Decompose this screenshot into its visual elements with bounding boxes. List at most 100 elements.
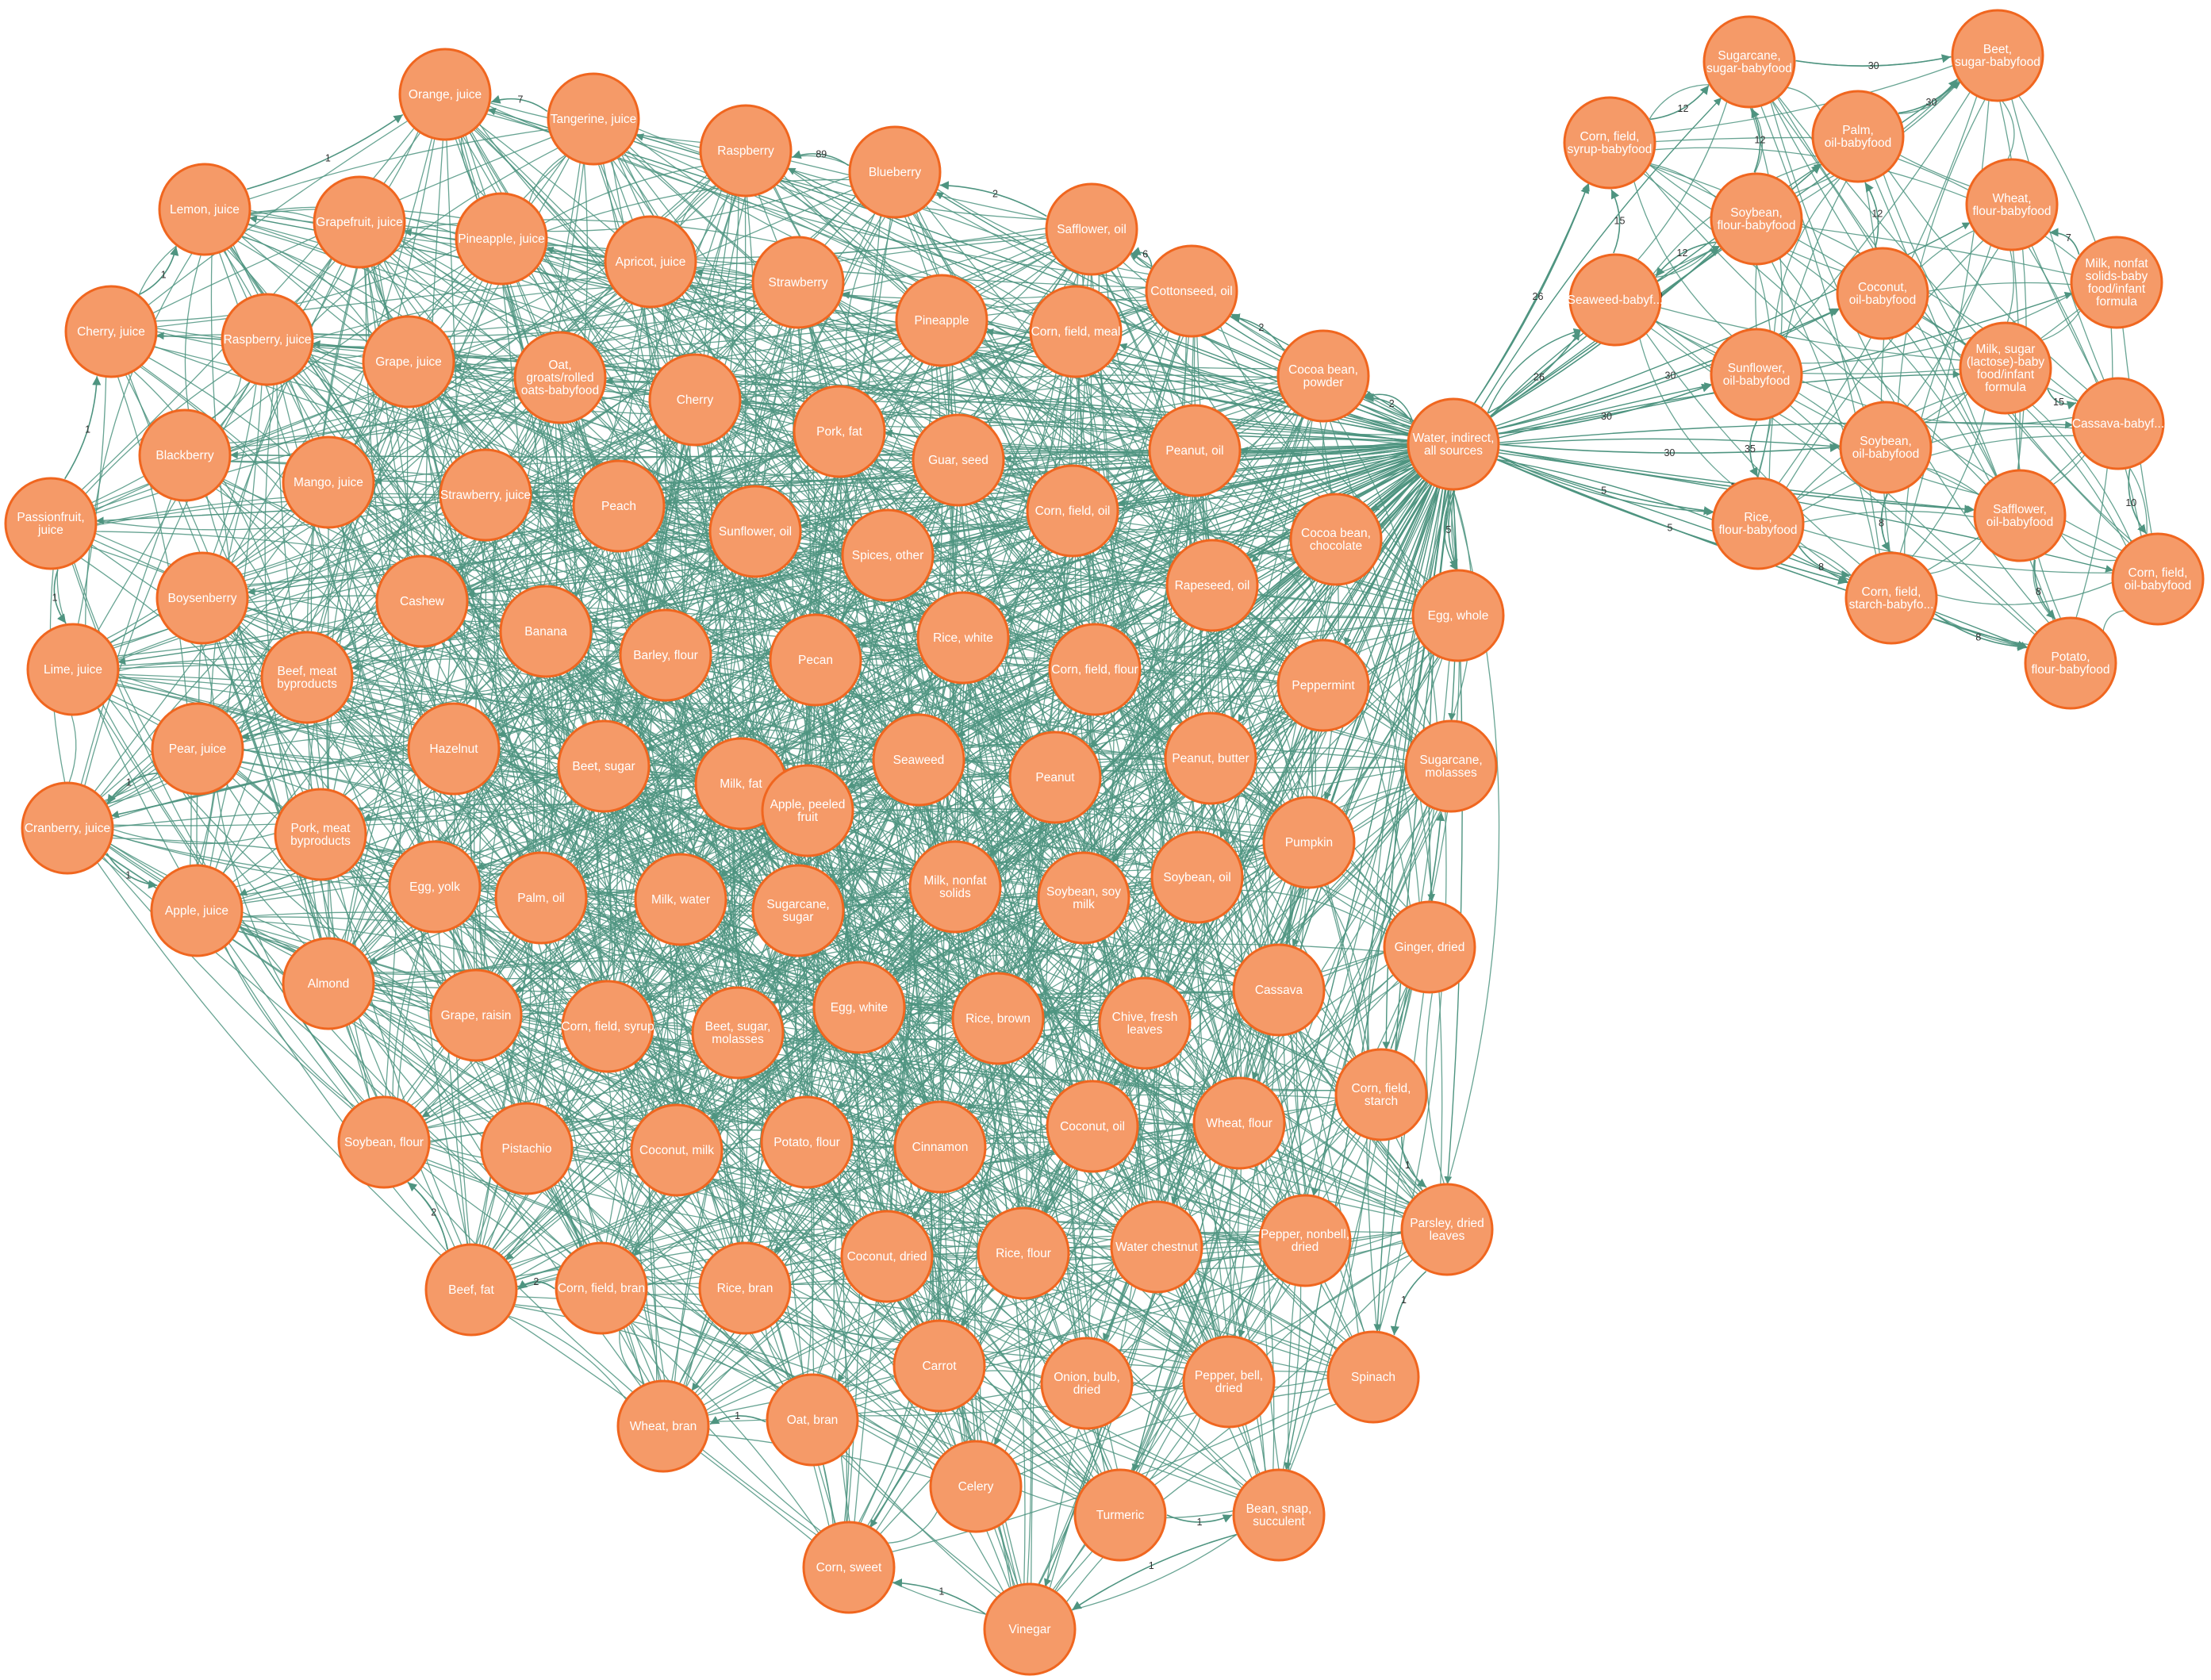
node-carrot[interactable]: Carrot	[892, 1319, 986, 1413]
node-circle[interactable]	[1334, 1048, 1428, 1141]
node-lime-juice[interactable]: Lime, juice	[26, 623, 120, 716]
node-circle[interactable]	[951, 972, 1045, 1065]
node-circle[interactable]	[916, 591, 1010, 685]
node-seaweed[interactable]: Seaweed	[872, 713, 965, 807]
node-circle[interactable]	[1276, 329, 1370, 423]
node-milk-nonfat-babyfood[interactable]: Milk, nonfatsolids-babyfood/infantformul…	[2070, 236, 2163, 329]
node-circle[interactable]	[4, 477, 98, 570]
node-wheat-bran[interactable]: Wheat, bran	[616, 1379, 710, 1473]
node-circle[interactable]	[2071, 377, 2165, 470]
node-ginger-dried[interactable]: Ginger, dried	[1383, 900, 1476, 994]
node-milk-water[interactable]: Milk, water	[634, 853, 727, 946]
node-circle[interactable]	[398, 48, 492, 141]
node-barley-flour[interactable]: Barley, flour	[619, 608, 712, 702]
node-water-chestnut[interactable]: Water chestnut	[1110, 1200, 1203, 1294]
node-circle[interactable]	[761, 764, 854, 857]
node-circle[interactable]	[872, 713, 965, 807]
node-circle[interactable]	[561, 980, 654, 1073]
node-circle[interactable]	[388, 840, 482, 934]
node-grape-raisin[interactable]: Grape, raisin	[429, 968, 523, 1062]
node-circle[interactable]	[1150, 830, 1244, 924]
node-egg-yolk[interactable]: Egg, yolk	[388, 840, 482, 934]
node-mango-juice[interactable]: Mango, juice	[282, 435, 375, 529]
node-peach[interactable]: Peach	[572, 459, 666, 553]
node-oat-bran[interactable]: Oat, bran	[766, 1373, 859, 1467]
node-corn-field-flour[interactable]: Corn, field, flour	[1048, 623, 1142, 716]
node-circle[interactable]	[1710, 172, 1803, 266]
node-circle[interactable]	[499, 585, 593, 678]
node-circle[interactable]	[929, 1440, 1023, 1533]
node-passionfruit-juice[interactable]: Passionfruit,juice	[4, 477, 98, 570]
node-circle[interactable]	[480, 1102, 574, 1195]
node-blueberry[interactable]: Blueberry	[848, 125, 942, 219]
node-circle[interactable]	[1844, 551, 1938, 645]
node-circle[interactable]	[699, 104, 793, 198]
node-circle[interactable]	[1959, 321, 2052, 415]
node-sugarcane-sugar[interactable]: Sugarcane,sugar	[751, 864, 845, 957]
node-rice-bran[interactable]: Rice, bran	[698, 1241, 792, 1335]
node-celery[interactable]: Celery	[929, 1440, 1023, 1533]
node-circle[interactable]	[1110, 1200, 1203, 1294]
node-corn-sweet[interactable]: Corn, sweet	[802, 1521, 896, 1614]
node-circle[interactable]	[2024, 616, 2117, 710]
node-circle[interactable]	[424, 1243, 518, 1337]
node-egg-white[interactable]: Egg, white	[812, 961, 906, 1054]
node-beet-sugar-babyfood[interactable]: Beet,sugar-babyfood	[1951, 9, 2044, 102]
node-strawberry-juice[interactable]: Strawberry, juice	[439, 448, 532, 542]
node-soybean-oil[interactable]: Soybean, oil	[1150, 830, 1244, 924]
node-rice-flour-babyfood[interactable]: Rice,flour-babyfood	[1711, 477, 1805, 570]
node-cassava[interactable]: Cassava	[1232, 943, 1326, 1037]
node-circle[interactable]	[1326, 1330, 1420, 1424]
node-egg-whole[interactable]: Egg, whole	[1411, 569, 1505, 662]
node-circle[interactable]	[1965, 158, 2059, 251]
node-circle[interactable]	[1839, 401, 1933, 494]
node-cassava-babyfood[interactable]: Cassava-babyf...	[2071, 377, 2165, 470]
node-circle[interactable]	[513, 331, 607, 424]
node-wheat-flour[interactable]: Wheat, flour	[1192, 1076, 1286, 1170]
node-soybean-flour-babyfood[interactable]: Soybean,flour-babyfood	[1710, 172, 1803, 266]
node-pear-juice[interactable]: Pear, juice	[151, 702, 244, 796]
node-circle[interactable]	[1232, 943, 1326, 1037]
node-peanut-butter[interactable]: Peanut, butter	[1164, 712, 1257, 805]
node-pork-fat[interactable]: Pork, fat	[793, 385, 886, 478]
node-circle[interactable]	[1165, 539, 1259, 632]
node-circle[interactable]	[766, 1373, 859, 1467]
node-banana[interactable]: Banana	[499, 585, 593, 678]
node-apple-juice[interactable]: Apple, juice	[150, 864, 244, 957]
node-circle[interactable]	[337, 1095, 431, 1189]
node-potato-flour[interactable]: Potato, flour	[760, 1095, 854, 1189]
node-circle[interactable]	[439, 448, 532, 542]
node-circle[interactable]	[1383, 900, 1476, 994]
node-circle[interactable]	[1289, 493, 1383, 586]
node-circle[interactable]	[760, 1095, 854, 1189]
node-rice-white[interactable]: Rice, white	[916, 591, 1010, 685]
node-circle[interactable]	[282, 937, 375, 1030]
node-circle[interactable]	[1258, 1194, 1352, 1287]
node-beef-fat[interactable]: Beef, fat	[424, 1243, 518, 1337]
node-circle[interactable]	[1048, 623, 1142, 716]
node-spinach[interactable]: Spinach	[1326, 1330, 1420, 1424]
node-circle[interactable]	[977, 1206, 1070, 1300]
node-circle[interactable]	[1040, 1337, 1134, 1430]
node-circle[interactable]	[150, 864, 244, 957]
node-circle[interactable]	[1563, 96, 1656, 190]
node-circle[interactable]	[1008, 731, 1102, 824]
node-peppermint[interactable]: Peppermint	[1276, 639, 1370, 732]
node-circle[interactable]	[1276, 639, 1370, 732]
node-circle[interactable]	[1148, 404, 1242, 497]
node-circle[interactable]	[1045, 182, 1138, 276]
node-circle[interactable]	[21, 781, 114, 875]
node-circle[interactable]	[648, 353, 742, 447]
node-circle[interactable]	[313, 175, 406, 269]
node-pecan[interactable]: Pecan	[769, 613, 862, 707]
node-coconut-oil-babyfood[interactable]: Coconut,oil-babyfood	[1836, 247, 1929, 340]
node-circle[interactable]	[274, 788, 367, 881]
node-cranberry-juice[interactable]: Cranberry, juice	[21, 781, 114, 875]
node-corn-field-starch[interactable]: Corn, field,starch	[1334, 1048, 1428, 1141]
node-circle[interactable]	[912, 413, 1005, 507]
node-circle[interactable]	[1192, 1076, 1286, 1170]
node-coconut-milk[interactable]: Coconut, milk	[630, 1103, 724, 1197]
